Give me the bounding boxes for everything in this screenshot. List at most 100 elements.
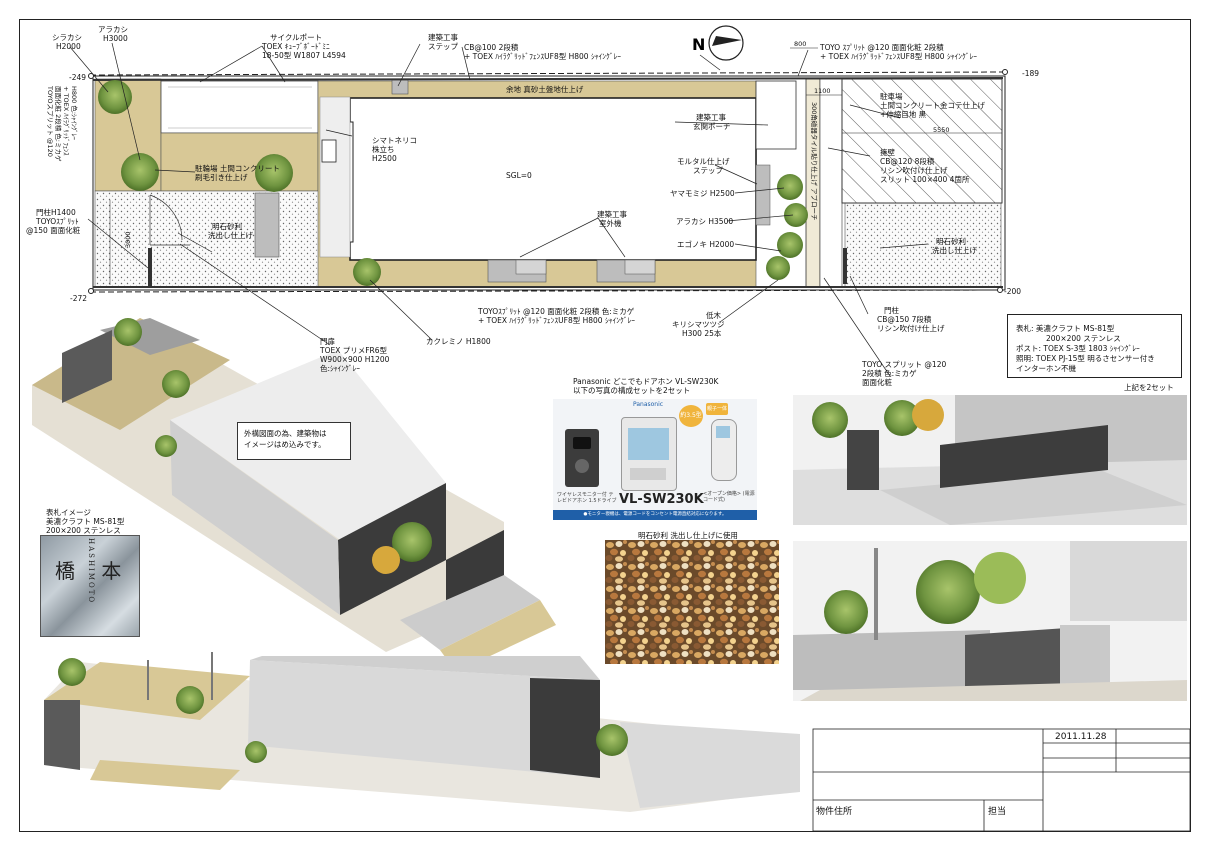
intercom-title: Panasonic どこでもドアホン VL-SW230K 以下の写真の構成セット… [573,377,719,395]
svg-text:N: N [692,35,705,54]
label-shirakashi-height: H2000 [56,42,81,51]
nameplate-roman: HASHIMOTO [87,538,95,605]
label-cycleport: サイクルポート [270,33,323,42]
label-monpi: 門扉 [320,337,335,346]
gravel-area-left [94,190,321,288]
house-footprint [349,97,757,261]
label-parking-finish: 土間コンクリート金コテ仕上げ [880,101,985,110]
label-monchu-cb: CB@150 7段積 [877,315,932,324]
label-bottom-wall-fence: + TOEX ﾊｲﾗｸﾞﾘｯﾄﾞﾌｪﾝｽUF8型 H800 ｼｬｲﾝｸﾞﾚｰ [478,316,635,325]
left-wall-note: TOYOスプリット @120 面面化粧 2段積 色:ミカゲ + TOEX ﾊｲﾗ… [46,86,78,162]
label-arakashi-top-height: H3000 [103,34,128,43]
label-step-works: 建築工事 [428,33,458,42]
gravel-area-right [844,202,1002,288]
note-line-post: ポスト: TOEX S-3型 1803 ｼｬｲﾝｸﾞﾚｰ [1016,344,1140,353]
label-toyo-split-rows: 2段積 色:ミカゲ [862,369,917,378]
drawing-frame [19,19,1191,832]
label-akashi-left-finish: 洗出し仕上げ [208,231,253,240]
label-gate-post-brand: TOYOｽﾌﾟﾘｯﾄ [36,217,79,226]
indoor-monitor [621,417,677,491]
label-sgl: SGL=0 [506,171,532,180]
label-toyo-split-finish: 面面化粧 [862,378,892,387]
note-line-nameplate: 表札: 美濃クラフト MS-81型 [1016,324,1115,333]
cycleport [160,80,319,134]
label-retaining-slit: スリット 100×400 4箇所 [880,175,970,184]
label-monpi-size: W900×900 H1200 [320,355,390,364]
parking-slab [841,78,1003,204]
label-mortar: モルタル仕上げ [677,157,730,166]
dim-1100: 1100 [814,87,831,95]
label-gate-post: 門柱H1400 [36,208,76,217]
title-block-staff-label: 担当 [988,807,1007,817]
label-akashi-right: 明石砂利 [936,237,966,246]
render-gate-side [793,541,1187,701]
label-retaining-cb: CB@120 8段積 [880,157,935,166]
wireless-handset [711,419,737,481]
label-retaining: 擁壁 [880,148,895,157]
note-line-nameplate-size: 200×200 ステンレス [1046,334,1121,343]
label-bottom-wall: TOYOｽﾌﾟﾘｯﾄ @120 面面化粧 2段積 色:ミカゲ [478,307,635,316]
handset-badge: 親子一体 [706,403,728,415]
label-gate-post-spec: @150 面面化粧 [26,226,81,235]
dim-5550: 5550 [933,126,950,134]
label-entrance-works: 建築工事 [696,113,726,122]
label-outdoor-unit: 室外機 [599,219,622,228]
label-akashi-left: 明石砂利 [212,222,242,231]
label-monpi-model: TOEX プリメFR6型 [320,346,388,355]
label-mortar-step: ステップ [693,166,723,175]
level-right-bottom: -200 [1004,287,1022,296]
label-cycleport-size: 18-50型 W1807 L4594 [262,51,346,60]
label-bike-finish: 刷毛引き仕上げ [195,173,248,182]
label-retaining-finish: リシン吹付け仕上げ [880,166,948,175]
intercom-brand: Panasonic [633,401,664,408]
label-approach: 300角磁器タイル貼り仕上げ アプローチ [810,102,818,221]
intercom-footer: ●モニター親機は、電源コードをコンセント電源直結対応になります。 [553,510,757,520]
label-shirakashi: シラカシ [52,33,82,42]
label-katsura: カクレミノ H1800 [426,337,491,346]
intercom-model: VL-SW230K [619,492,704,507]
label-monchu: 門柱 [884,306,899,315]
note-line-light: 照明: TOEX PJ-15型 明るさセンサー付き [1016,354,1155,363]
render-gate-front [793,395,1187,525]
label-cb120-top: TOYO ｽﾌﾟﾘｯﾄ @120 面面化粧 2段積 [820,43,944,52]
label-kirishima: キリシマツツジ [672,320,725,329]
title-block-property-label: 物件住所 [816,807,853,817]
label-yamamomiji: ヤマモミジ H2500 [670,189,735,198]
nameplate-image: 橋 本 HASHIMOTO [40,535,140,637]
label-parking-joint: +伸縮目地 黒 [880,110,927,119]
label-bike-parking: 駐輪場 土間コンクリート [195,164,280,173]
note-caption: 上記を2セット [1124,383,1174,392]
label-egonoki: エゴノキ H2000 [677,240,735,249]
building-image-callout: 外構図面の為、建築物は イメージはめ込みです。 [237,422,351,460]
door-camera-unit [565,429,599,487]
intercom-product-image: 約3.5型 親子一体 ワイヤレスモニター付 テレビドアホン 1.5ドライブ VL… [553,399,757,520]
intercom-left-caption: ワイヤレスモニター付 テレビドアホン 1.5ドライブ [557,492,617,504]
label-kirishima-count: H300 25本 [682,329,722,338]
dim-3000: 3000 [124,231,132,248]
note-line-interphone: インターホン不機 [1016,364,1076,373]
level-right-top: -189 [1022,69,1040,78]
label-cb100: CB@100 2段積 [464,43,519,52]
dim-800: 800 [794,40,807,48]
entrance-porch [755,80,797,150]
size-badge: 約3.5型 [679,405,703,427]
label-step: ステップ [428,42,458,51]
label-arakashi-mid: アラカシ H3500 [676,217,734,226]
label-akashi-right-finish: 洗出し仕上げ [932,246,977,255]
gravel-caption: 明石砂利 洗出し仕上げに使用 [638,531,738,540]
title-block [812,728,1191,832]
label-cycleport-model: TOEX ｷｭｰﾌﾞﾎﾞｰﾄﾞﾐﾆ [262,42,330,51]
title-block-date: 2011.11.28 [1055,732,1107,742]
label-toyo-split: TOYO スプリット @120 [862,360,947,369]
label-parking: 駐車場 [880,92,903,101]
intercom-feature: <オープン価格> (電源コード式) [703,491,755,503]
nameplate-kanji: 橋 本 [55,559,132,583]
level-left-bottom: -272 [70,294,88,303]
label-arakashi-top: アラカシ [98,25,128,34]
label-shimatoneriko-type: 株立ち [372,145,395,154]
label-masado: 余地 真砂土盤地仕上げ [506,85,584,94]
gravel-sample-image [605,540,779,664]
equipment-note-box: 表札: 美濃クラフト MS-81型 200×200 ステンレス ポスト: TOE… [1007,314,1182,378]
label-outdoor-works: 建築工事 [597,210,627,219]
